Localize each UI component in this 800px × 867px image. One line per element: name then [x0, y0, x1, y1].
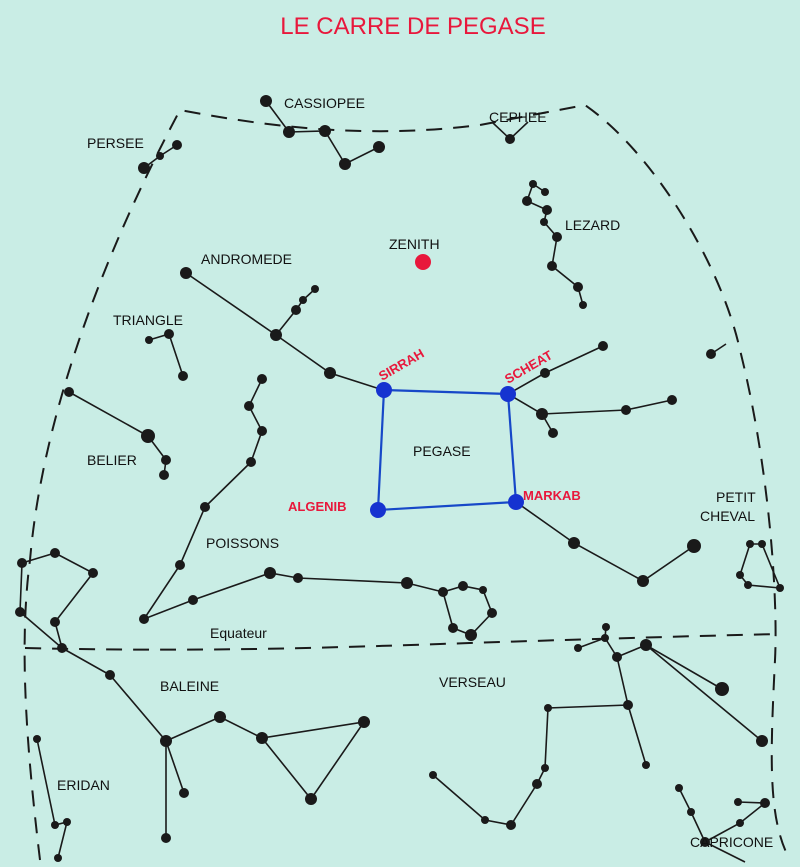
label-capricorne: CAPRICONE [690, 834, 773, 850]
label-eridan: ERIDAN [57, 777, 110, 793]
label-markab: MARKAB [523, 488, 581, 503]
constellation-west [15, 548, 98, 653]
constellation-lezard [522, 180, 587, 309]
constellation-eridan [33, 735, 71, 862]
label-scheat: SCHEAT [502, 347, 555, 386]
star-algenib [370, 502, 386, 518]
label-triangle: TRIANGLE [113, 312, 183, 328]
label-lezard: LEZARD [565, 217, 620, 233]
label-belier: BELIER [87, 452, 137, 468]
constellation-persee [138, 140, 182, 174]
label-pegase: PEGASE [413, 443, 471, 459]
star-markab [508, 494, 524, 510]
label-poissons: POISSONS [206, 535, 279, 551]
constellation-petit-cheval [736, 540, 784, 592]
label-verseau: VERSEAU [439, 674, 506, 690]
equator-line [24, 633, 781, 651]
constellation-cephee [492, 121, 529, 144]
constellation-baleine [61, 647, 370, 843]
constellation-poissons [139, 374, 497, 641]
page-title: LE CARRE DE PEGASE [280, 13, 545, 40]
label-andromede: ANDROMEDE [201, 251, 292, 267]
label-sirrah: SIRRAH [376, 346, 427, 384]
constellation-capricorne [675, 784, 770, 863]
star-scheat [500, 386, 516, 402]
zenith-label: ZENITH [389, 236, 440, 252]
label-baleine: BALEINE [160, 678, 219, 694]
constellation-verseau [429, 623, 768, 830]
label-persee: PERSEE [87, 135, 144, 151]
label-cassiopee: CASSIOPEE [284, 95, 365, 111]
horizon-boundary [23, 103, 791, 861]
constellation-andromede [180, 267, 384, 391]
label-cephee: CEPHEE [489, 109, 547, 125]
label-algenib: ALGENIB [288, 499, 347, 514]
label-petit-cheval-1: PETIT [716, 489, 756, 505]
equator-label: Equateur [210, 625, 267, 641]
constellation-triangle [145, 329, 188, 381]
constellation-belier [64, 387, 171, 480]
star-sirrah [376, 382, 392, 398]
constellation-cassiopee [260, 95, 385, 170]
constellation-pegase [370, 341, 701, 587]
label-petit-cheval-2: CHEVAL [700, 508, 755, 524]
zenith-point [415, 254, 431, 270]
